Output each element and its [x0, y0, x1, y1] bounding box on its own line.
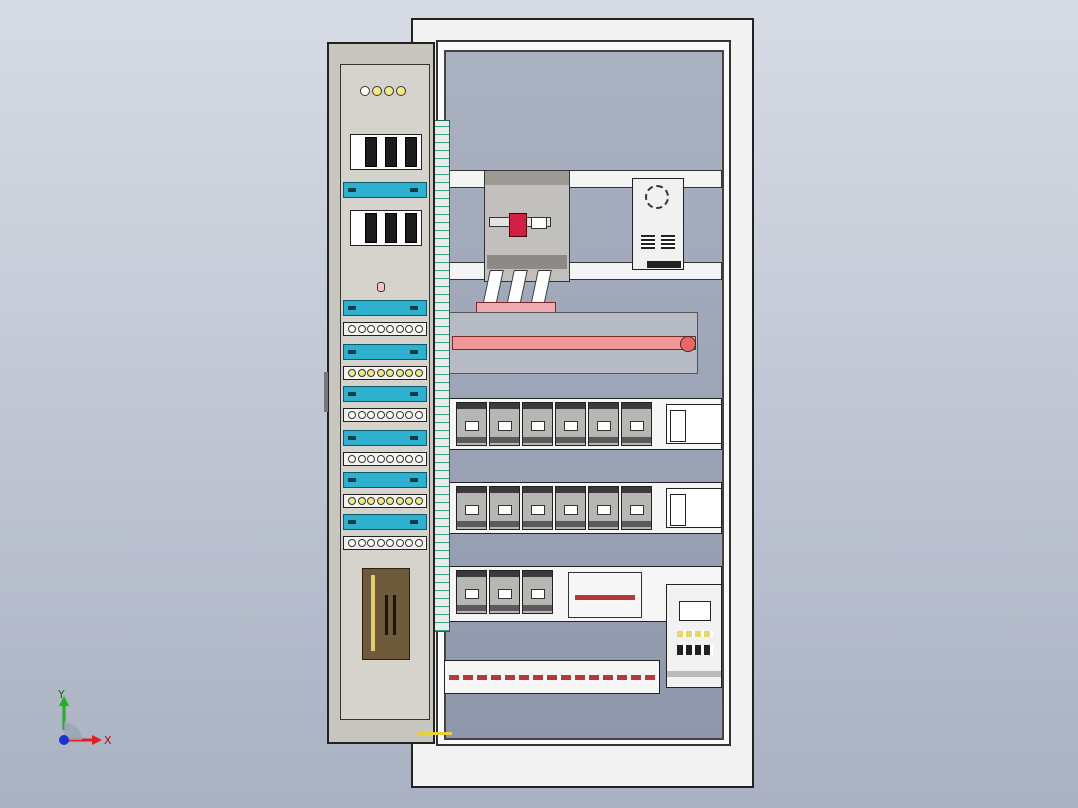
door-meter-bar	[343, 182, 427, 198]
pink-busbar	[452, 336, 696, 350]
row-2-relay	[489, 486, 520, 530]
main-circuit-breaker	[484, 170, 570, 282]
row-2-relay	[456, 486, 487, 530]
busbar-end-terminal	[680, 336, 696, 352]
panel-meter-2	[350, 210, 422, 246]
row-2-relay	[588, 486, 619, 530]
door-indicator-lamp	[377, 282, 385, 292]
miniature-breaker-group	[568, 572, 642, 618]
row-2-relay	[522, 486, 553, 530]
row-1-relay	[522, 402, 553, 446]
door-meter-bar	[343, 344, 427, 360]
relay-row-2-endplate	[666, 488, 722, 528]
panel-meter-1	[350, 134, 422, 170]
power-supply-unit	[632, 178, 684, 270]
axis-y-label: Y	[58, 688, 65, 701]
top-indicator-lamps	[360, 86, 406, 98]
controller-module	[666, 584, 722, 688]
row-1-relay	[489, 402, 520, 446]
row-1-relay	[588, 402, 619, 446]
door-meter-bar	[343, 430, 427, 446]
coordinate-triad-icon	[59, 696, 102, 745]
door-lamp-row	[343, 366, 427, 380]
row-1-relay	[555, 402, 586, 446]
row-2-relay	[555, 486, 586, 530]
door-meter-bar	[343, 472, 427, 488]
door-meter-bar	[343, 386, 427, 402]
door-lamp-row	[343, 452, 427, 466]
axis-x-label: X	[104, 734, 112, 747]
door-meter-bar	[343, 514, 427, 530]
relay-row-1-endplate	[666, 404, 722, 444]
row-1-relay	[456, 402, 487, 446]
bottom-breaker-rail	[444, 660, 660, 694]
row-3-relay	[522, 570, 553, 614]
door-lamp-row	[343, 536, 427, 550]
axis-x-arrow	[92, 735, 102, 745]
axis-plane	[64, 722, 82, 740]
row-1-relay	[621, 402, 652, 446]
door-cover-plate	[362, 568, 410, 660]
axis-origin	[59, 735, 69, 745]
door-hinge	[324, 372, 328, 412]
row-3-relay	[489, 570, 520, 614]
door-lamp-row	[343, 322, 427, 336]
door-lamp-row	[343, 408, 427, 422]
door-latch	[418, 732, 452, 735]
door-meter-bar	[343, 300, 427, 316]
axis-y-arrow	[59, 696, 69, 706]
row-2-relay	[621, 486, 652, 530]
row-3-relay	[456, 570, 487, 614]
door-lamp-row	[343, 494, 427, 508]
